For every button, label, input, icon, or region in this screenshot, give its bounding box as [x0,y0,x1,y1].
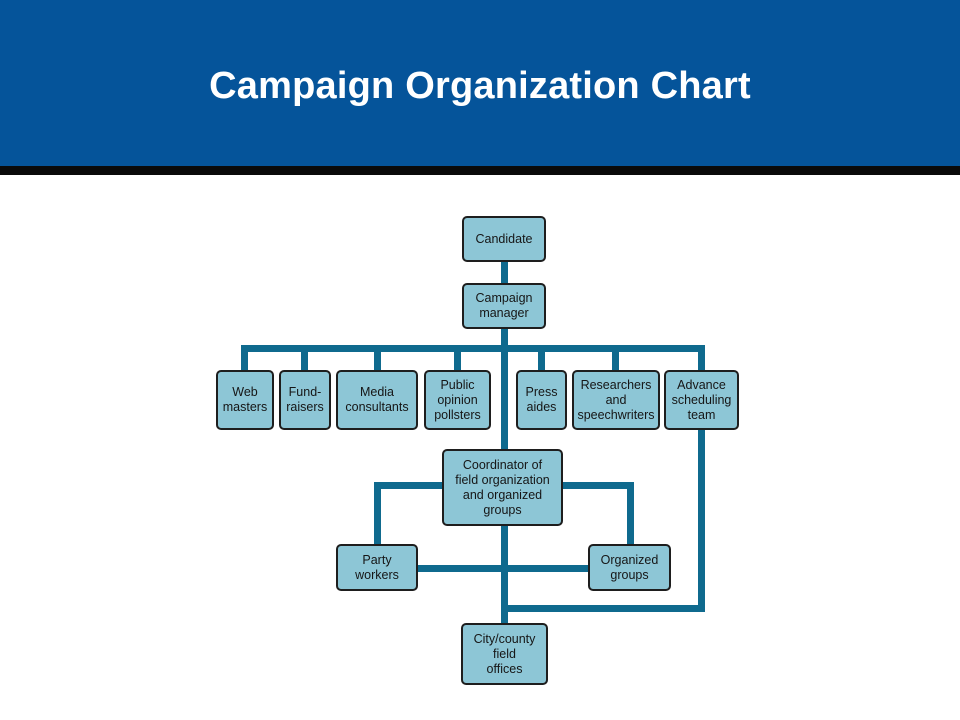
header-divider [0,166,960,175]
fund-raisers-label: Fund- raisers [286,385,324,414]
connector-party-to-organized [417,565,589,572]
connector-to-fund-raisers [301,345,308,372]
connector-candidate-manager [501,261,508,285]
connector-advance-to-field [501,605,705,612]
connector-staff-bus [241,345,705,352]
media-consultants-label: Media consultants [345,385,409,414]
researchers-label: Researchers and speechwriters [577,377,655,422]
coordinator-label: Coordinator of field organization and or… [455,457,550,517]
press-aides-box: Press aides [516,370,567,430]
slide-header [0,0,960,166]
organized-groups-label: Organized groups [600,552,659,582]
researchers-box: Researchers and speechwriters [572,370,660,430]
connector-to-media-consultants [374,345,381,372]
field-offices-label: City/county field offices [473,631,536,676]
candidate-box: Candidate [462,216,546,262]
party-workers-box: Party workers [336,544,418,591]
field-offices-box: City/county field offices [461,623,548,685]
campaign-manager-label: Campaign manager [475,291,533,320]
fund-raisers-box: Fund- raisers [279,370,331,430]
web-masters-box: Web masters [216,370,274,430]
pollsters-label: Public opinion pollsters [434,377,481,422]
coordinator-box: Coordinator of field organization and or… [442,449,563,526]
connector-advance-vertical [698,345,705,612]
campaign-manager-box: Campaign manager [462,283,546,329]
candidate-label: Candidate [475,231,533,246]
connector-to-press-aides [538,345,545,372]
connector-to-organized-groups [627,482,634,546]
connector-to-pollsters [454,345,461,372]
press-aides-label: Press aides [525,385,558,414]
web-masters-label: Web masters [222,385,268,414]
advance-team-box: Advance scheduling team [664,370,739,430]
slide-title: Campaign Organization Chart [209,65,751,107]
connector-to-researchers [612,345,619,372]
connector-to-party-workers [374,482,381,546]
party-workers-label: Party workers [355,552,399,582]
advance-team-label: Advance scheduling team [671,377,732,422]
organized-groups-box: Organized groups [588,544,671,591]
connector-to-web-masters [241,345,248,372]
media-consultants-box: Media consultants [336,370,418,430]
pollsters-box: Public opinion pollsters [424,370,491,430]
